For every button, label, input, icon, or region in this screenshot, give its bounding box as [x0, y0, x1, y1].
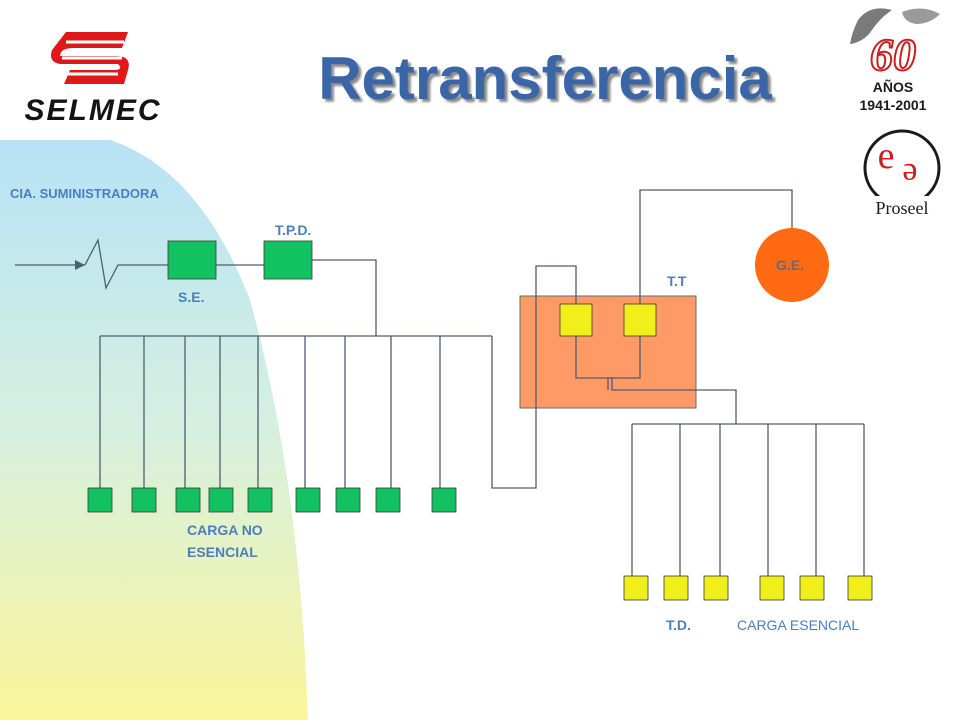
carga-esencial-label: CARGA ESENCIAL	[737, 617, 860, 633]
svg-text:e: e	[878, 135, 895, 177]
esencial-label: ESENCIAL	[187, 544, 258, 560]
load-block	[131, 487, 157, 513]
selmec-logo: SELMEC	[24, 32, 161, 127]
load-block	[87, 487, 113, 513]
load-block	[847, 575, 873, 601]
se-label: S.E.	[178, 289, 205, 305]
substation-block	[167, 240, 217, 280]
tpd-label: T.P.D.	[275, 222, 312, 238]
background-swoosh	[0, 140, 308, 720]
transfer-switch-enclosure	[519, 295, 697, 409]
transfer-contact-right	[623, 303, 657, 337]
essential-loads	[623, 575, 873, 601]
tpd-block	[263, 240, 313, 280]
td-label: T.D.	[666, 617, 691, 633]
load-block	[335, 487, 361, 513]
page-title: Retransferencia	[318, 45, 772, 112]
ge-label: G.E.	[776, 257, 805, 273]
tt-label: T.T	[667, 273, 687, 289]
load-block	[375, 487, 401, 513]
transfer-contact-left	[559, 303, 593, 337]
supply-arrow-icon	[75, 260, 85, 270]
proseel-logo: e e Proseel	[862, 129, 942, 218]
load-block	[703, 575, 729, 601]
load-block	[175, 487, 201, 513]
anniversary-range: 1941-2001	[860, 97, 927, 113]
carga-no-label: CARGA NO	[187, 522, 263, 538]
load-block	[623, 575, 649, 601]
load-block	[799, 575, 825, 601]
load-block	[208, 487, 234, 513]
supplier-label: CIA. SUMINISTRADORA	[10, 186, 159, 201]
anniversary-anos: AÑOS	[873, 78, 913, 95]
load-block	[247, 487, 273, 513]
load-block	[759, 575, 785, 601]
load-block	[663, 575, 689, 601]
non-essential-loads	[87, 487, 457, 513]
load-block	[295, 487, 321, 513]
anniversary-60: 60	[870, 29, 916, 80]
proseel-text: Proseel	[876, 198, 929, 218]
load-block	[431, 487, 457, 513]
selmec-logo-text: SELMEC	[24, 94, 161, 127]
anniversary-logo: 60 AÑOS 1941-2001	[850, 8, 940, 113]
svg-text:e: e	[902, 156, 917, 193]
generator	[755, 228, 829, 302]
